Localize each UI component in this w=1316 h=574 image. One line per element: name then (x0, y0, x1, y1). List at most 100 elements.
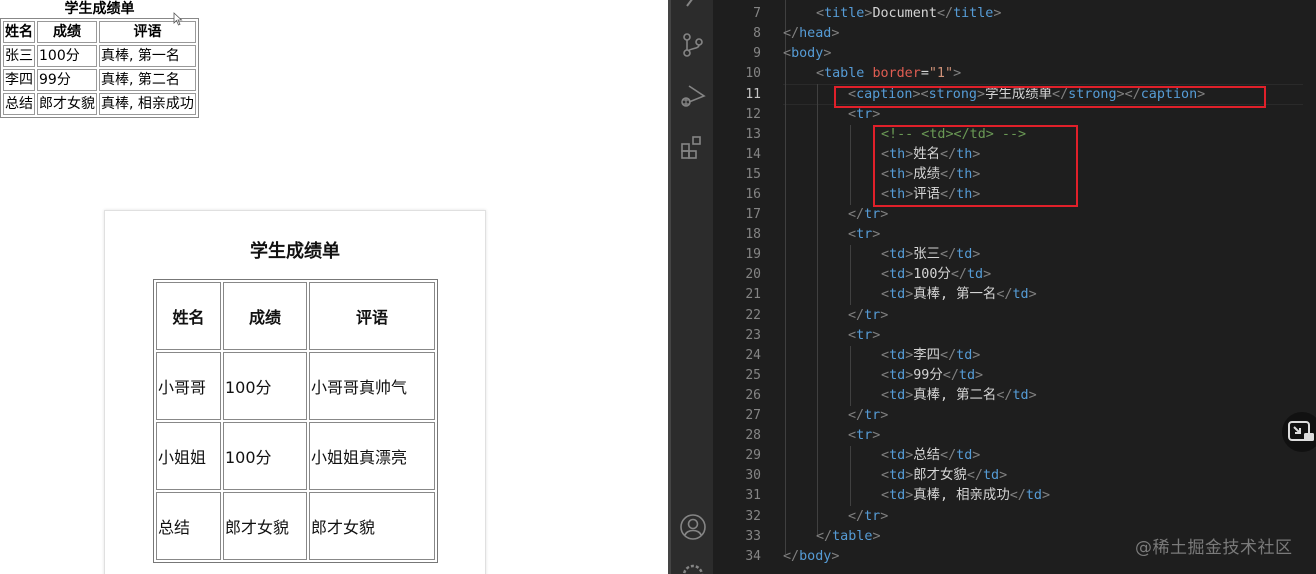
line-number: 34 (745, 549, 761, 564)
table-header-row: 姓名 成绩 评语 (3, 21, 196, 43)
pip-exit-icon (1288, 421, 1314, 441)
cell: 100分 (223, 352, 307, 420)
indent-guide (817, 84, 818, 536)
table-row: 小姐姐 100分 小姐姐真漂亮 (156, 422, 435, 490)
line-number: 15 (745, 167, 761, 182)
picture-in-picture-button[interactable] (1282, 412, 1316, 452)
code-line-31: <td>真棒, 相亲成功</td> (881, 488, 1051, 503)
code-line-22: </tr> (848, 308, 889, 323)
line-number: 9 (753, 46, 761, 61)
code-line-28: <tr> (848, 428, 881, 443)
code-line-21: <td>真棒, 第一名</td> (881, 287, 1037, 302)
cell: 郎才女貌 (37, 93, 97, 115)
cell: 总结 (3, 93, 35, 115)
table-row: 总结 郎才女貌 真棒, 相亲成功 (3, 93, 196, 115)
line-number: 7 (753, 6, 761, 21)
code-line-10: <table border="1"> (816, 66, 962, 81)
code-line-24: <td>李四</td> (881, 348, 981, 363)
code-line-20: <td>100分</td> (881, 267, 992, 282)
cell: 小哥哥真帅气 (309, 352, 435, 420)
line-number: 23 (745, 328, 761, 343)
code-line-11: <caption><strong>学生成绩单</strong></caption… (848, 87, 1206, 102)
line-number-active: 11 (745, 87, 761, 102)
th-highlight-box (873, 125, 1078, 207)
reference-image-card: 学生成绩单 姓名 成绩 评语 小哥哥 100分 小哥哥真帅气 小姐姐 100分 … (104, 210, 486, 574)
header-score: 成绩 (37, 21, 97, 43)
line-number: 19 (745, 247, 761, 262)
header-name: 姓名 (3, 21, 35, 43)
code-line-8: </head> (783, 26, 840, 41)
line-number: 22 (745, 308, 761, 323)
code-editor: 7 8 9 10 11 12 13 14 15 16 17 18 19 20 2… (668, 0, 1316, 574)
indent-guide (850, 245, 851, 305)
table-row: 总结 郎才女貌 郎才女貌 (156, 492, 435, 560)
code-line-15: <th>成绩</th> (881, 167, 981, 182)
line-number: 27 (745, 408, 761, 423)
code-line-33: </table> (816, 529, 881, 544)
code-line-25: <td>99分</td> (881, 368, 984, 383)
cell: 真棒, 第一名 (99, 45, 196, 67)
table-header-row: 姓名 成绩 评语 (156, 282, 435, 350)
current-line-highlight (783, 84, 1303, 105)
browser-preview: 学生成绩单 姓名 成绩 评语 张三 100分 真棒, 第一名 李四 99分 真棒… (0, 0, 486, 574)
line-number: 24 (745, 348, 761, 363)
explorer-icon[interactable] (679, 0, 707, 20)
indent-guide (785, 0, 786, 554)
line-number: 14 (745, 147, 761, 162)
code-line-16: <th>评语</th> (881, 187, 981, 202)
line-number: 32 (745, 509, 761, 524)
line-number-gutter: 7 8 9 10 11 12 13 14 15 16 17 18 19 20 2… (713, 0, 779, 574)
code-area[interactable]: <title>Document</title> </head> <body> <… (783, 0, 1303, 574)
cell: 100分 (37, 45, 97, 67)
line-number: 10 (745, 66, 761, 81)
code-line-26: <td>真棒, 第二名</td> (881, 388, 1037, 403)
table-row: 张三 100分 真棒, 第一名 (3, 45, 196, 67)
mouse-cursor-icon (173, 12, 183, 26)
table-row: 小哥哥 100分 小哥哥真帅气 (156, 352, 435, 420)
settings-gear-icon[interactable] (679, 561, 707, 574)
header-comment: 评语 (309, 282, 435, 350)
cell: 小姐姐真漂亮 (309, 422, 435, 490)
cell: 郎才女貌 (309, 492, 435, 560)
line-number: 21 (745, 287, 761, 302)
cell: 小哥哥 (156, 352, 221, 420)
source-control-icon[interactable] (679, 31, 707, 59)
code-line-7: <title>Document</title> (816, 6, 1002, 21)
line-number: 33 (745, 529, 761, 544)
line-number: 12 (745, 107, 761, 122)
cell: 小姐姐 (156, 422, 221, 490)
table-caption: 学生成绩单 (64, 1, 135, 17)
caption-highlight-box (834, 86, 1266, 108)
watermark: @稀土掘金技术社区 (1135, 538, 1293, 558)
line-number: 13 (745, 127, 761, 142)
line-number: 17 (745, 207, 761, 222)
code-line-13: <!-- <td></td> --> (881, 127, 1027, 142)
line-number: 29 (745, 448, 761, 463)
cell: 张三 (3, 45, 35, 67)
code-line-19: <td>张三</td> (881, 247, 981, 262)
line-number: 16 (745, 187, 761, 202)
cell: 100分 (223, 422, 307, 490)
indent-guide (850, 125, 851, 205)
account-icon[interactable] (679, 513, 707, 541)
code-line-23: <tr> (848, 328, 881, 343)
reference-score-table: 姓名 成绩 评语 小哥哥 100分 小哥哥真帅气 小姐姐 100分 小姐姐真漂亮… (153, 279, 438, 563)
cell: 真棒, 第二名 (99, 69, 196, 91)
line-number: 31 (745, 488, 761, 503)
code-line-9: <body> (783, 46, 832, 61)
activity-bar (668, 0, 713, 574)
rendered-score-table: 学生成绩单 姓名 成绩 评语 张三 100分 真棒, 第一名 李四 99分 真棒… (0, 0, 199, 118)
cell: 99分 (37, 69, 97, 91)
line-number: 28 (745, 428, 761, 443)
line-number: 26 (745, 388, 761, 403)
run-debug-icon[interactable] (679, 82, 707, 110)
code-line-14: <th>姓名</th> (881, 147, 981, 162)
cell: 郎才女貌 (223, 492, 307, 560)
extensions-icon[interactable] (679, 134, 707, 162)
cell: 李四 (3, 69, 35, 91)
code-line-17: </tr> (848, 207, 889, 222)
code-line-29: <td>总结</td> (881, 448, 981, 463)
header-name: 姓名 (156, 282, 221, 350)
indent-guide (850, 446, 851, 506)
code-line-27: </tr> (848, 408, 889, 423)
